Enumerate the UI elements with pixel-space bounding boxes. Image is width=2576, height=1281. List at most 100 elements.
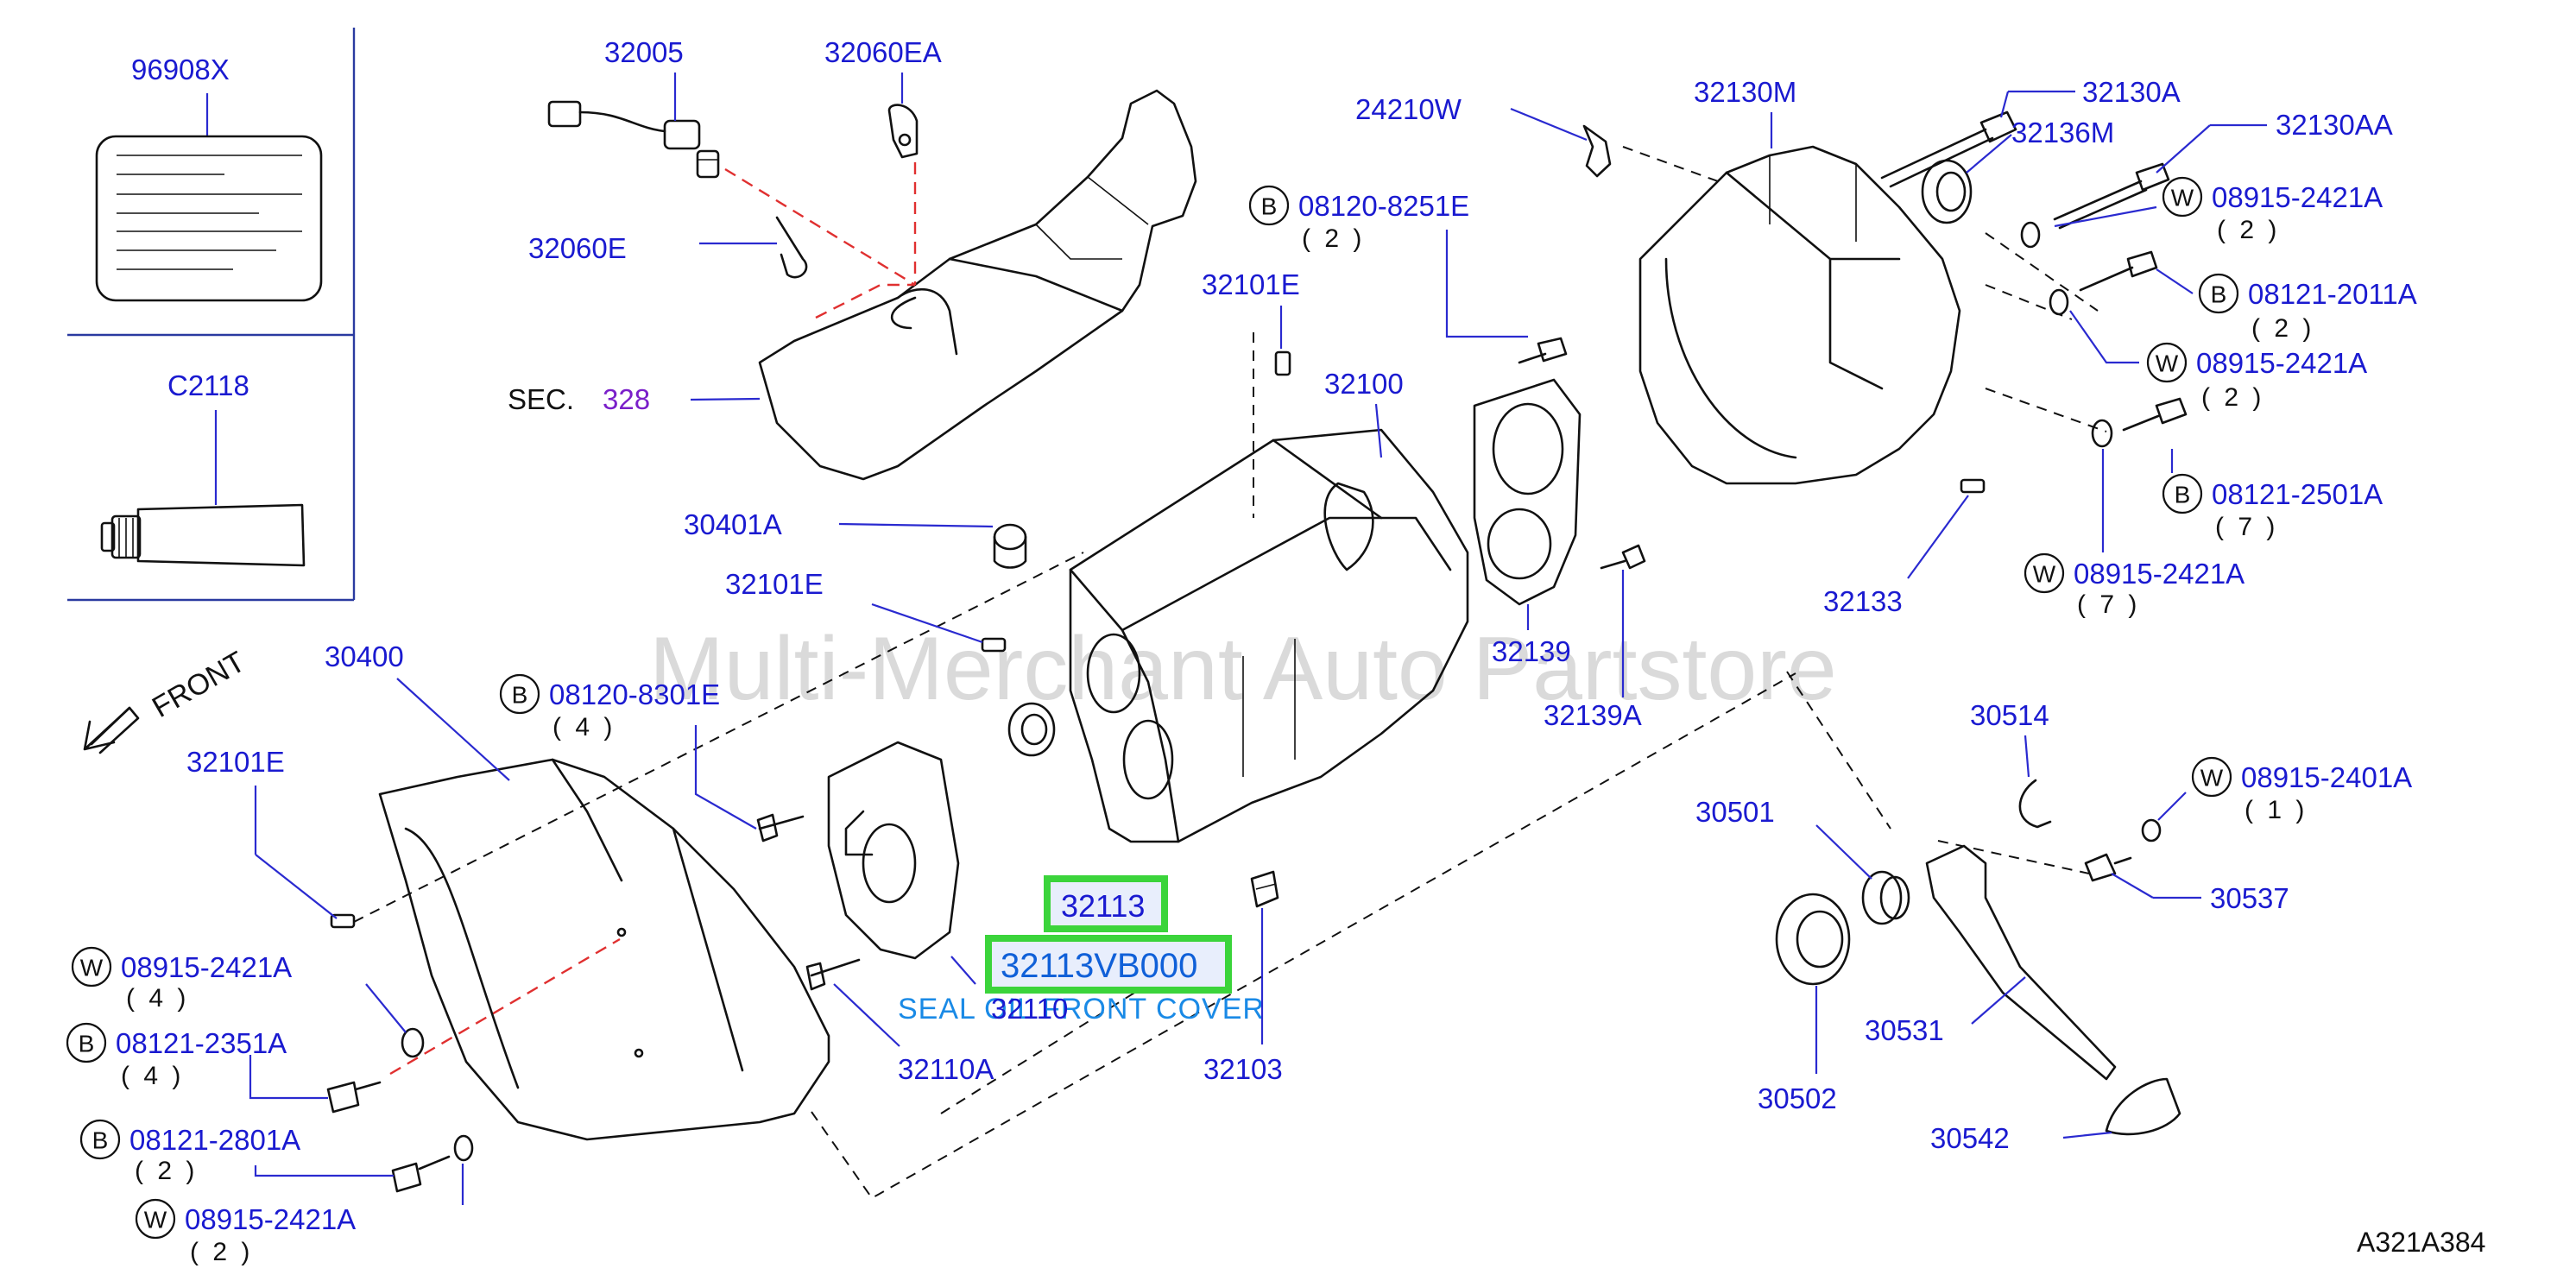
front-cover-seal-32113 xyxy=(1007,702,1056,757)
legend-top-part-label[interactable]: 96908X xyxy=(131,54,230,85)
label-32005[interactable]: 32005 xyxy=(604,36,684,68)
quantity-label: ( 7 ) xyxy=(2215,513,2278,541)
label-08915-2421A[interactable]: 08915-2421A xyxy=(121,951,292,983)
quantity-label: ( 2 ) xyxy=(135,1157,198,1185)
label-08915-2421A[interactable]: 08915-2421A xyxy=(2196,347,2367,379)
label-32060EA[interactable]: 32060EA xyxy=(824,36,942,68)
label-32130AA[interactable]: 32130AA xyxy=(2276,109,2393,141)
callout-line xyxy=(694,725,757,830)
label-32100[interactable]: 32100 xyxy=(1324,368,1404,400)
bolt-prefix-icon xyxy=(2162,473,2203,514)
highlight-group: 32113 32113VB000 SEAL OIL FRONT COVER xyxy=(898,875,1265,1025)
label-08915-2401A[interactable]: 08915-2401A xyxy=(2241,761,2412,793)
quantity-label: ( 7 ) xyxy=(2077,590,2140,619)
diagram-code: A321A384 xyxy=(2357,1227,2485,1258)
label-30542[interactable]: 30542 xyxy=(1930,1122,2010,1154)
prefix-letter: B xyxy=(2175,482,2191,508)
label-24210W[interactable]: 24210W xyxy=(1355,93,1462,125)
clutch-bellhousing-30400 xyxy=(378,758,830,1141)
washer-3 xyxy=(2091,419,2113,448)
bolt-08121-2011A xyxy=(2079,250,2158,292)
callout-line xyxy=(249,1055,328,1100)
label-08915-2421A[interactable]: 08915-2421A xyxy=(2212,181,2383,213)
label-30400[interactable]: 30400 xyxy=(325,640,404,672)
label-08121-2501A[interactable]: 08121-2501A xyxy=(2212,478,2383,510)
seal-description: SEAL OIL FRONT COVER xyxy=(898,993,1265,1025)
highlight-box-32113VB000[interactable] xyxy=(985,935,1232,994)
withdrawal-lever-30531 xyxy=(1925,844,2117,1081)
highlight-part-32113VB000[interactable]: 32113VB000 xyxy=(1001,947,1197,985)
washer-prefix-icon xyxy=(2024,552,2065,594)
label-30531[interactable]: 30531 xyxy=(1865,1014,1944,1046)
label-32133[interactable]: 32133 xyxy=(1823,585,1903,617)
label-30501[interactable]: 30501 xyxy=(1695,796,1775,828)
prefix-letter: W xyxy=(2200,765,2224,792)
label-08120-8301E[interactable]: 08120-8301E xyxy=(549,678,720,710)
label-32101E-left[interactable]: 32101E xyxy=(186,746,285,778)
clip-32060E xyxy=(775,216,808,279)
label-08121-2801A[interactable]: 08121-2801A xyxy=(129,1124,300,1156)
plug-32103 xyxy=(1250,870,1279,908)
callout-line xyxy=(2157,792,2187,821)
prefix-letter: B xyxy=(512,682,528,709)
highlight-box-32113[interactable] xyxy=(1044,875,1168,932)
fastener-08121-2501A: B 08121-2501A ( 7 ) xyxy=(2162,449,2383,541)
bolt-08121-2351A xyxy=(326,1081,382,1114)
clutch-housing-32130M xyxy=(1638,145,1961,485)
label-32139A[interactable]: 32139A xyxy=(1544,699,1642,731)
dowel-pin-mid xyxy=(981,637,1007,653)
legend-grease-tube: C2118 xyxy=(100,369,306,567)
label-32060E[interactable]: 32060E xyxy=(528,232,627,264)
clip-30514 xyxy=(2018,779,2052,829)
washer-left-1 xyxy=(401,1027,425,1058)
dowel-pin-top xyxy=(1274,350,1291,376)
label-08915-2421A[interactable]: 08915-2421A xyxy=(2074,558,2245,590)
label-08120-8251E[interactable]: 08120-8251E xyxy=(1298,190,1469,222)
label-30502[interactable]: 30502 xyxy=(1758,1082,1837,1114)
label-32101E-top[interactable]: 32101E xyxy=(1202,268,1300,300)
bolt-prefix-icon xyxy=(499,673,540,715)
prefix-letter: B xyxy=(1261,193,1278,220)
bolt-08120-8251E xyxy=(1518,337,1568,364)
label-08121-2011A[interactable]: 08121-2011A xyxy=(2248,278,2417,310)
transmission-case-32100 xyxy=(1069,428,1469,843)
switch-32005 xyxy=(547,100,720,179)
label-32136M[interactable]: 32136M xyxy=(2011,117,2114,148)
part-labels: 32005 32060EA 32060E 32101E 32100 30401A… xyxy=(186,36,2393,1154)
bolt-32110A xyxy=(805,958,861,991)
bolt-32130A xyxy=(1880,110,2017,188)
label-30514[interactable]: 30514 xyxy=(1970,699,2049,731)
label-32103[interactable]: 32103 xyxy=(1203,1053,1283,1085)
washer-1 xyxy=(2020,221,2041,249)
label-32101E-mid[interactable]: 32101E xyxy=(725,568,824,600)
sec-number[interactable]: 328 xyxy=(603,383,650,415)
callout-line xyxy=(2156,268,2194,294)
label-30401A[interactable]: 30401A xyxy=(684,508,782,540)
front-arrow: FRONT xyxy=(83,645,250,754)
clip-32060EA xyxy=(887,104,919,159)
prefix-letter: W xyxy=(144,1207,167,1234)
ball-pin-30537 xyxy=(2084,853,2132,882)
label-08121-2351A[interactable]: 08121-2351A xyxy=(116,1027,287,1059)
callout-line xyxy=(1445,230,1528,338)
label-32130M[interactable]: 32130M xyxy=(1694,76,1796,108)
legend-bottom-part-label[interactable]: C2118 xyxy=(167,369,249,401)
label-30537[interactable]: 30537 xyxy=(2210,882,2289,914)
label-32139[interactable]: 32139 xyxy=(1492,635,1571,667)
label-32130A[interactable]: 32130A xyxy=(2082,76,2181,108)
dowel-pin-32133 xyxy=(1960,478,1986,494)
release-bearing-30501 xyxy=(1861,870,1910,925)
highlight-part-32113[interactable]: 32113 xyxy=(1061,888,1145,924)
label-32110A[interactable]: 32110A xyxy=(898,1053,994,1085)
bolt-08121-2801A xyxy=(391,1155,451,1193)
callout-line xyxy=(254,1165,394,1177)
label-08915-2421A[interactable]: 08915-2421A xyxy=(185,1203,356,1235)
bolt-prefix-icon xyxy=(1248,185,1290,226)
label-32110[interactable]: 32110 xyxy=(991,993,1068,1025)
